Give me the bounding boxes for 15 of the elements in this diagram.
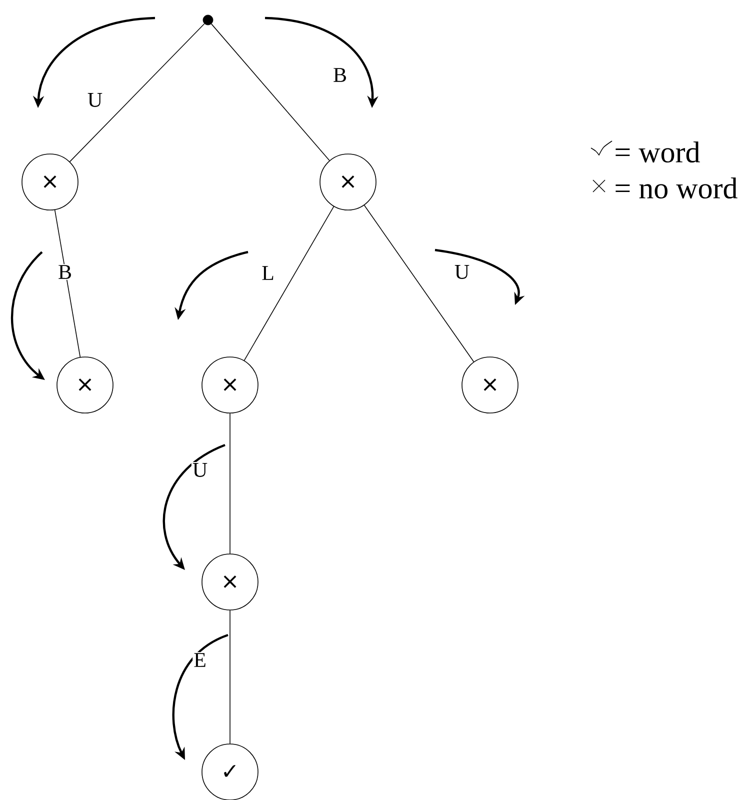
edge-label: L [260,265,276,281]
edge-line [54,210,81,358]
edge-line [364,204,474,362]
edge-label: B [332,67,348,83]
edge-line [244,206,334,361]
edge-label: U [453,264,471,280]
edge-line [211,24,330,161]
edge-label: E [192,652,208,668]
edge-label: U [191,462,209,478]
edge-label: U [86,92,104,108]
legend-text: = no word [616,177,738,199]
edge-line [69,23,205,162]
edge-label: B [57,264,73,280]
root-dot [202,14,214,26]
legend-text: = word [616,141,700,163]
